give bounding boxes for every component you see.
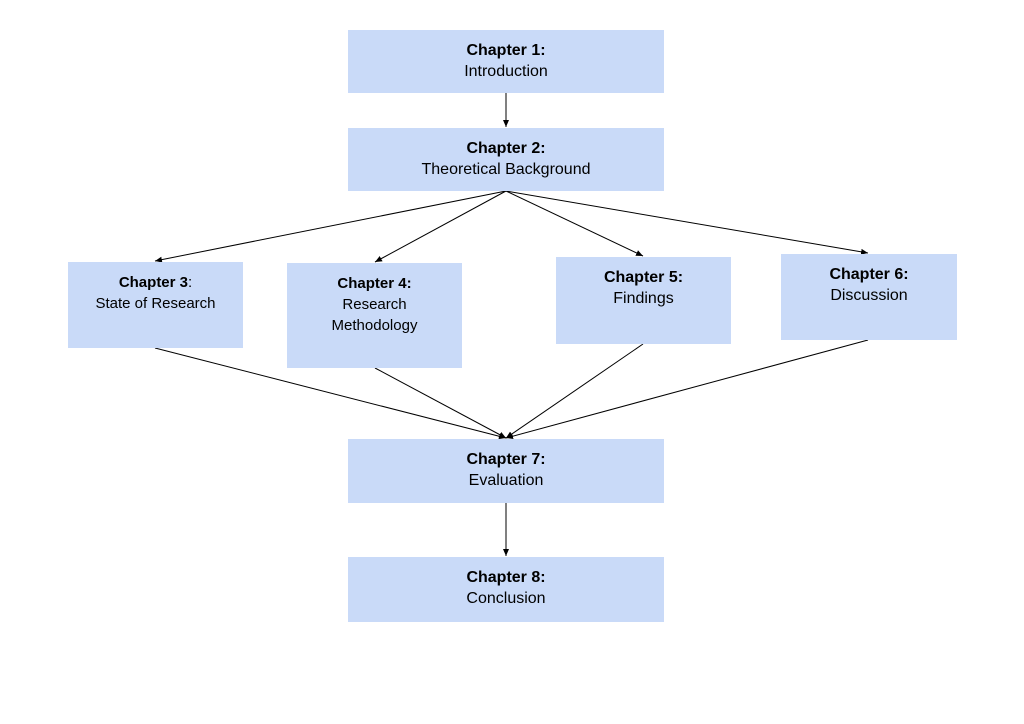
chapter-2-title: Chapter 2: — [466, 140, 546, 157]
chapter-2-subtitle: Theoretical Background — [421, 161, 591, 178]
chapter-3-box: Chapter 3: State of Research — [68, 262, 243, 348]
chapter-4-box: Chapter 4: Research Methodology — [287, 263, 462, 368]
edge-ch3-ch7 — [154, 347, 507, 440]
edge-ch2-ch5 — [505, 190, 644, 257]
chapter-6-subtitle: Discussion — [830, 287, 908, 304]
edge-ch4-ch7 — [374, 367, 507, 439]
chapter-7-subtitle: Evaluation — [468, 472, 544, 489]
edge-ch2-ch3 — [154, 190, 507, 263]
chapter-7-box: Chapter 7: Evaluation — [348, 439, 664, 503]
chapter-4-subtitle-line-1: Research — [342, 296, 407, 313]
edge-ch2-ch4 — [374, 190, 507, 263]
chapter-1-subtitle: Introduction — [464, 63, 548, 80]
chapter-8-title: Chapter 8: — [466, 569, 546, 586]
edge-ch6-ch7 — [505, 339, 869, 440]
chapter-1-box: Chapter 1: Introduction — [348, 30, 664, 93]
chapter-6-title: Chapter 6: — [829, 266, 909, 283]
chapter-7-title: Chapter 7: — [466, 451, 546, 468]
chapter-3-title: Chapter 3: — [118, 274, 193, 291]
chapter-5-title: Chapter 5: — [603, 269, 684, 286]
chapter-2-box: Chapter 2: Theoretical Background — [348, 128, 664, 191]
chapter-8-subtitle: Conclusion — [466, 590, 546, 607]
edge-ch5-ch7 — [505, 343, 644, 439]
chapter-3-subtitle: State of Research — [95, 295, 216, 312]
chapter-4-title: Chapter 4: — [337, 275, 412, 292]
chapter-1-title: Chapter 1: — [466, 42, 546, 59]
chapter-5-subtitle: Findings — [613, 290, 674, 307]
chapter-8-box: Chapter 8: Conclusion — [348, 557, 664, 622]
chapter-6-box: Chapter 6: Discussion — [781, 254, 957, 340]
chapter-5-box: Chapter 5: Findings — [556, 257, 731, 344]
chapter-4-subtitle-line-2: Methodology — [331, 317, 418, 334]
edge-ch2-ch6 — [505, 190, 869, 255]
